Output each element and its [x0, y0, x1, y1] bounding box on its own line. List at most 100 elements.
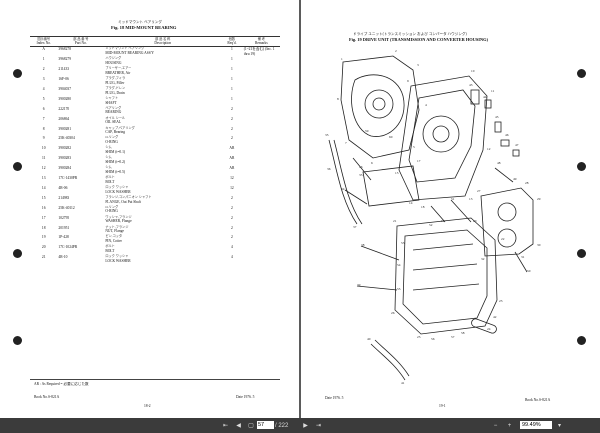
zoom-level[interactable]: 99.49%: [520, 421, 552, 429]
cell-no: 16: [41, 205, 46, 210]
callout-number: 29: [537, 197, 541, 201]
callout-number: 9: [407, 79, 409, 83]
cell-note: [243, 107, 280, 117]
cell-qty: 2: [231, 116, 233, 121]
cell-no: 15: [41, 195, 46, 200]
cell-no: 17: [41, 215, 46, 220]
cell-note: [243, 97, 280, 107]
cell-part: 206864: [58, 116, 70, 121]
cell-qty: 1: [231, 77, 233, 82]
cell-no: 8: [42, 126, 45, 131]
cell-note: [243, 166, 280, 176]
cell-part: 3900282: [58, 146, 71, 151]
callout-number: 39: [357, 283, 361, 287]
cell-part: 3900284: [58, 166, 71, 171]
ar-note: AR : As Required = 必要に応じた数: [34, 382, 89, 386]
punch-hole: [577, 249, 586, 258]
punch-hole: [577, 162, 586, 171]
callout-number: 17: [417, 159, 421, 163]
callout-number: 18: [421, 205, 425, 209]
callout-number: 10: [471, 69, 475, 73]
fig-title-jp: ミッドマウント ベアリング: [118, 20, 163, 24]
callout-number: 46: [505, 133, 509, 137]
cell-note: [243, 226, 280, 236]
page-number-input[interactable]: [257, 421, 274, 429]
cell-qty: 2: [231, 136, 233, 141]
callout-number: 22: [501, 237, 505, 241]
cell-note: [243, 127, 280, 137]
zoom-dropdown-icon[interactable]: ▾: [557, 423, 561, 429]
cell-no: A: [42, 47, 45, 52]
cell-part: 25K-40112: [58, 205, 75, 210]
cell-note: [243, 146, 280, 156]
callout-number: 21: [393, 219, 397, 223]
cell-part: 3900283: [58, 156, 71, 161]
callout-number: 51: [451, 197, 455, 201]
cell-part: 3968278: [58, 47, 71, 52]
cell-qty: 1: [231, 96, 233, 101]
last-page-icon[interactable]: ⇥: [315, 423, 322, 429]
first-page-icon[interactable]: ⇤: [222, 423, 229, 429]
cell-qty: AR: [229, 156, 235, 161]
punch-hole: [577, 69, 586, 78]
callout-number: 12: [487, 147, 491, 151]
cell-qty: 1: [231, 57, 233, 62]
callout-number: 48: [497, 161, 501, 165]
cell-part: 25K-40304: [58, 136, 75, 141]
cell-part: 17C-1024PR: [58, 245, 78, 250]
cell-no: 6: [42, 106, 45, 111]
zoom-out-icon[interactable]: −: [493, 422, 498, 429]
next-page-icon[interactable]: ▶: [303, 423, 308, 429]
cell-part: 4R-10: [58, 255, 68, 260]
cell-no: 21: [41, 255, 46, 260]
zoom-in-icon[interactable]: +: [507, 422, 512, 429]
callout-number: 41: [401, 381, 405, 385]
cell-qty: 2: [231, 106, 233, 111]
callout-number: 59: [365, 129, 369, 133]
book-number: Book No.S-821A: [34, 395, 60, 399]
cell-part: 3900281: [58, 126, 71, 131]
page-number: 19-1: [439, 404, 446, 408]
callout-number: 6: [371, 161, 373, 165]
pipe: [328, 139, 358, 225]
callout-number: 19: [441, 219, 445, 223]
cell-part: 214983: [58, 195, 70, 200]
callout-number: 50: [527, 269, 531, 273]
prev-page-icon[interactable]: ◀: [236, 423, 241, 429]
cell-qty: 2: [231, 225, 233, 230]
cell-note: [243, 156, 280, 166]
cell-no: 2: [42, 67, 45, 72]
punch-hole: [13, 162, 22, 171]
callout-number: 31: [521, 255, 525, 259]
callout-number: 40: [367, 337, 371, 341]
cell-qty: AR: [229, 146, 235, 151]
callout-number: 45: [495, 115, 499, 119]
cell-part: 3968279: [58, 57, 71, 62]
callout-number: 33: [359, 173, 363, 177]
cell-note: [243, 216, 280, 226]
